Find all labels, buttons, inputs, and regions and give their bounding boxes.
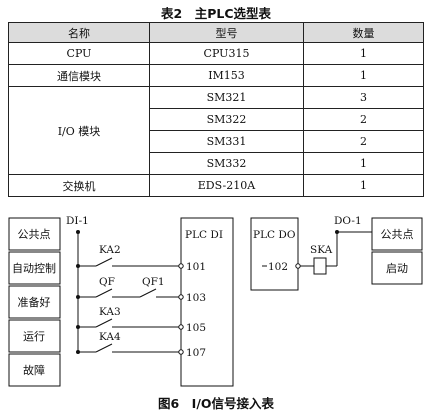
cell-name: 通信模块 [8, 64, 150, 87]
cell-qty: 1 [303, 64, 424, 87]
contact-ka2 [95, 257, 113, 267]
contact-label: QF [99, 276, 115, 288]
table-row: CPU CPU315 1 [8, 42, 424, 65]
plc-di-label: PLC DI [185, 229, 223, 241]
table-caption: 表2 主PLC选型表 [161, 6, 271, 21]
right-box-label: 启动 [386, 262, 408, 275]
cell-qty: 1 [303, 174, 424, 197]
table-row: 交换机 EDS-210A 1 [8, 174, 424, 197]
contact-ka3 [95, 318, 113, 328]
plc-di-box [180, 217, 234, 387]
left-box-label: 公共点 [18, 228, 51, 241]
di-port-label: 101 [186, 261, 206, 273]
di-port-label: 107 [186, 347, 206, 359]
right-box-label: 公共点 [381, 228, 414, 241]
cell-name: 交换机 [8, 174, 150, 197]
cell-qty: 1 [303, 152, 424, 175]
table-header-row: 名称 型号 数量 [8, 22, 424, 43]
cell-name: I/O 模块 [8, 86, 150, 175]
cell-model: SM321 [149, 86, 304, 109]
right-box-common [371, 217, 423, 251]
left-box-ready [8, 285, 61, 319]
cell-qty: 2 [303, 108, 424, 131]
left-box-label: 运行 [23, 330, 45, 343]
cell-model: CPU315 [149, 42, 304, 65]
plc-do-label: PLC DO [253, 229, 296, 241]
cell-qty: 2 [303, 130, 424, 153]
contact-label: KA3 [99, 306, 121, 318]
cell-model: SM332 [149, 152, 304, 175]
left-box-label: 自动控制 [12, 261, 56, 275]
header-qty: 数量 [303, 22, 424, 43]
left-box-running [8, 319, 61, 353]
plc-selection-table: 名称 型号 数量 CPU CPU315 1 通信模块 IM153 1 I/O 模… [8, 22, 424, 197]
right-box-start [371, 251, 423, 285]
cell-model: EDS-210A [149, 174, 304, 197]
left-box-fault [8, 353, 61, 387]
left-box-label: 故障 [23, 363, 45, 377]
contact-label: QF1 [142, 276, 165, 288]
contact-qf [95, 288, 113, 298]
header-model: 型号 [149, 22, 304, 43]
left-box-auto [8, 251, 61, 285]
contact-qf1 [139, 288, 157, 298]
contact-label: KA4 [99, 331, 121, 343]
contact-label: KA2 [99, 244, 121, 256]
cell-model: IM153 [149, 64, 304, 87]
cell-qty: 3 [303, 86, 424, 109]
cell-qty: 1 [303, 42, 424, 65]
figure-caption: 图6 I/O信号接入表 [157, 396, 275, 411]
plc-do-box [250, 217, 299, 291]
cell-model: SM331 [149, 130, 304, 153]
io-wiring-diagram: 公共点 自动控制 准备好 运行 故障 公共点 启动 DI-1 PLC DI KA… [8, 215, 423, 387]
header-name: 名称 [8, 22, 150, 43]
table-row: 通信模块 IM153 1 [8, 64, 424, 87]
table-row: I/O 模块 SM321 3 [8, 86, 424, 175]
do-port-label: 102 [268, 261, 288, 273]
di-port-label: 103 [186, 292, 206, 304]
contact-ka4 [95, 343, 113, 353]
di-terminal-label: DI-1 [66, 215, 89, 227]
left-box-label: 准备好 [18, 295, 51, 309]
relay-coil-label: SKA [310, 244, 333, 256]
cell-model: SM322 [149, 108, 304, 131]
relay-coil-ska [313, 257, 327, 275]
cell-name: CPU [8, 42, 150, 65]
left-box-common [8, 217, 61, 251]
di-port-label: 105 [186, 322, 206, 334]
do-terminal-label: DO-1 [334, 215, 362, 227]
